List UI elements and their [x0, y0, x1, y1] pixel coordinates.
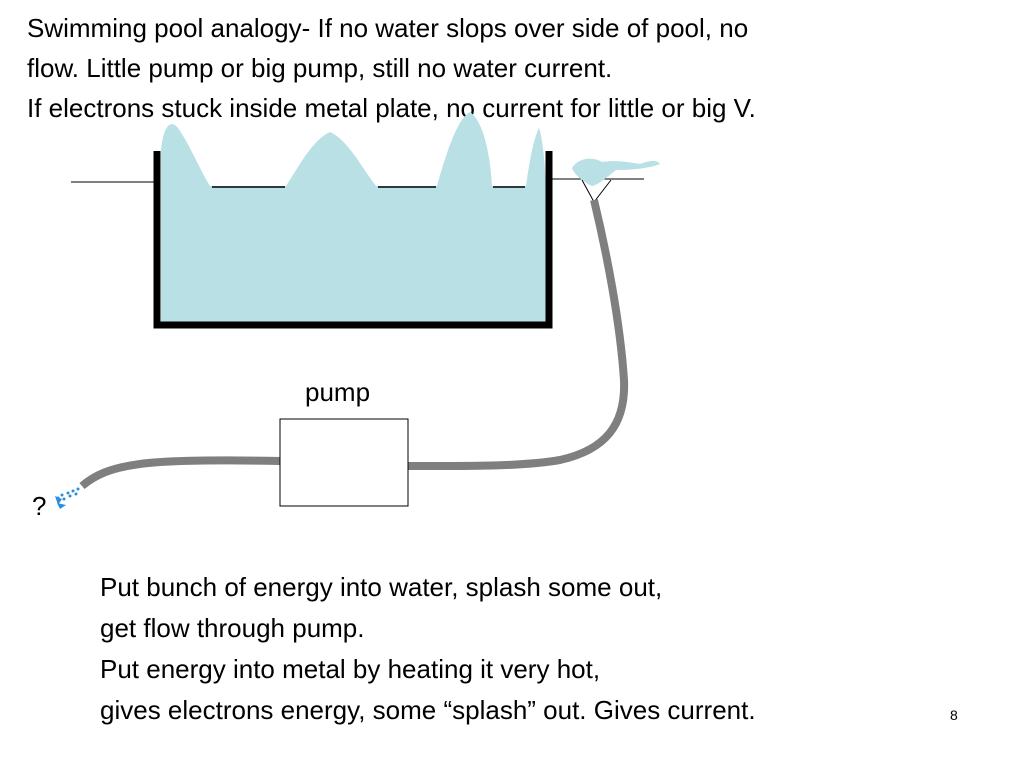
explanation-text: Put bunch of energy into water, splash s…: [100, 567, 1000, 731]
pool-wall: [153, 151, 553, 329]
pump-label: pump: [305, 377, 371, 407]
heading-line-3: If electrons stuck inside metal plate, n…: [27, 93, 756, 123]
explanation-line-1: Put bunch of energy into water, splash s…: [100, 572, 663, 602]
pool-water: [161, 112, 546, 322]
explanation-line-3: Put energy into metal by heating it very…: [100, 654, 601, 684]
heading-line-1: Swimming pool analogy- If no water slops…: [27, 13, 749, 43]
hose-left: [79, 456, 281, 490]
spray-icon: [55, 487, 80, 509]
explanation-line-2: get flow through pump.: [100, 613, 365, 643]
pump-box: [279, 418, 409, 507]
splash-right: [572, 158, 660, 186]
question-mark: ?: [32, 491, 47, 521]
slide-number: 8: [950, 707, 958, 723]
heading-text: Swimming pool analogy- If no water slops…: [27, 8, 1017, 128]
explanation-line-4: gives electrons energy, some “splash” ou…: [100, 695, 756, 725]
heading-line-2: flow. Little pump or big pump, still no …: [27, 53, 613, 83]
hose-right: [401, 199, 629, 471]
